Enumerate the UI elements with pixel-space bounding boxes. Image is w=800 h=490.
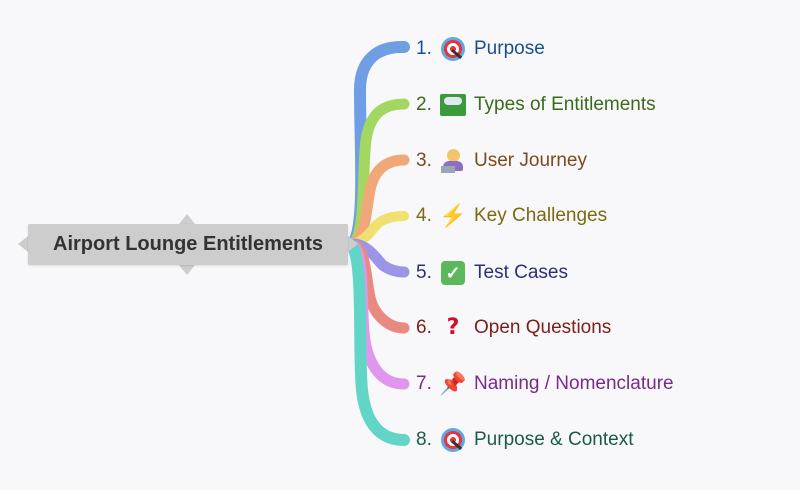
person-laptop-icon	[440, 148, 466, 174]
central-topic-label: Airport Lounge Entitlements	[53, 233, 323, 255]
connector-purpose-context	[346, 240, 410, 446]
branch-label: Test Cases	[474, 262, 568, 283]
branch-number: 4.	[416, 205, 432, 226]
branch-number: 6.	[416, 317, 432, 338]
branch-types-of-entitlements[interactable]: 2. Types of Entitlements	[416, 90, 656, 120]
expand-down-arrow[interactable]	[179, 265, 195, 275]
connector-user-journey	[350, 154, 410, 248]
pushpin-icon: 📌	[439, 371, 467, 396]
branch-number: 5.	[416, 262, 432, 283]
branch-number: 7.	[416, 373, 432, 394]
branch-key-challenges[interactable]: 4. ⚡ Key Challenges	[416, 201, 607, 231]
branch-label: User Journey	[474, 150, 587, 171]
branch-label: Types of Entitlements	[474, 94, 656, 115]
branch-open-questions[interactable]: 6. ? Open Questions	[416, 313, 611, 343]
airplane-ticket-icon	[440, 92, 466, 118]
branch-label: Purpose	[474, 38, 545, 59]
branch-number: 2.	[416, 94, 432, 115]
branch-purpose[interactable]: 1. Purpose	[416, 34, 545, 64]
lightning-icon: ⚡	[439, 203, 467, 228]
branch-label: Naming / Nomenclature	[474, 373, 674, 394]
expand-up-arrow[interactable]	[179, 214, 195, 224]
branch-naming-nomenclature[interactable]: 7. 📌 Naming / Nomenclature	[416, 369, 674, 399]
question-icon: ?	[446, 315, 460, 340]
target-icon	[440, 427, 466, 453]
central-topic[interactable]: Airport Lounge Entitlements	[28, 224, 348, 265]
checkmark-icon: ✓	[440, 260, 466, 286]
branch-label: Purpose & Context	[474, 429, 634, 450]
branch-label: Key Challenges	[474, 205, 608, 226]
branch-label: Open Questions	[474, 317, 612, 338]
expand-right-arrow[interactable]	[348, 236, 358, 252]
branch-number: 1.	[416, 38, 432, 59]
branch-purpose-context[interactable]: 8. Purpose & Context	[416, 425, 633, 455]
branch-user-journey[interactable]: 3. User Journey	[416, 146, 587, 176]
connector-key-challenges	[353, 211, 409, 247]
branch-number: 3.	[416, 150, 432, 171]
connector-test-cases	[350, 238, 410, 278]
branch-test-cases[interactable]: 5. ✓ Test Cases	[416, 258, 568, 288]
expand-left-arrow[interactable]	[18, 236, 28, 252]
target-icon	[440, 36, 466, 62]
branch-number: 8.	[416, 429, 432, 450]
